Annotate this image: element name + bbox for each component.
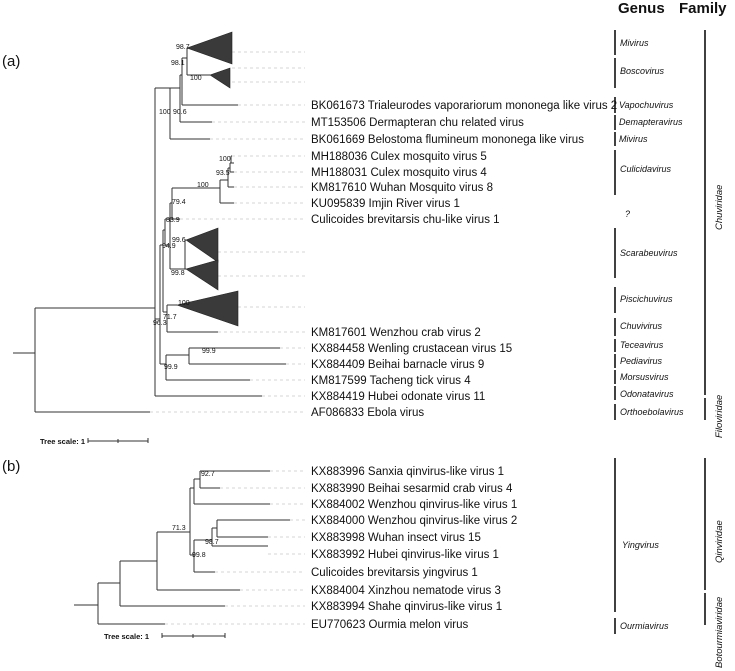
genus-label: Mivirus [620,38,649,48]
leaf-label: KM817601 Wenzhou crab virus 2 [311,327,481,339]
support-value: 71.3 [172,525,186,532]
leaf-label: KU095839 Imjin River virus 1 [311,198,460,210]
collapsed-clade-scarabeuvirus [185,227,219,263]
leaf-label: KX884458 Wenling crustacean virus 15 [311,343,512,355]
panel-b-label: (b) [2,458,20,475]
panel-a-label: (a) [2,53,20,70]
support-value: 99.9 [164,364,178,371]
support-value: 94.9 [162,243,176,250]
genus-label: Demapteravirus [619,117,683,127]
genus-label: Teceavirus [620,340,664,350]
tree-scale-label: Tree scale: 1 [40,437,85,446]
leaf-label: MH188036 Culex mosquito virus 5 [311,151,487,163]
leaf-label: Culicoides brevitarsis chu-like virus 1 [311,214,500,226]
support-value: 100 [159,109,171,116]
support-value: 100 [190,75,202,82]
support-value: 98.7 [205,539,219,546]
leaf-label: BK061673 Trialeurodes vaporariorum monon… [311,100,617,112]
support-value: 99.6 [172,237,186,244]
genus-label: Pediavirus [620,356,663,366]
collapsed-clade-piscichuvirus [175,290,239,327]
leaf-label: KM817599 Tacheng tick virus 4 [311,375,471,387]
genus-label: Vapochuvirus [619,100,674,110]
leaf-label: KX884004 Xinzhou nematode virus 3 [311,585,501,597]
support-value: 100 [197,182,209,189]
leaf-label: KX884419 Hubei odonate virus 11 [311,391,485,403]
genus-label: Odonatavirus [620,389,674,399]
genus-label: Culicidavirus [620,164,672,174]
leaf-label: AF086833 Ebola virus [311,407,424,419]
support-value: 90.6 [173,109,187,116]
leaf-label: KX883998 Wuhan insect virus 15 [311,532,481,544]
support-value: 99.8 [171,270,185,277]
genus-label: Scarabeuvirus [620,248,678,258]
leaf-label: BK061669 Belostoma flumineum mononega li… [311,134,584,146]
leaf-label: KX883994 Shahe qinvirus-like virus 1 [311,601,502,613]
support-value: 79.4 [172,199,186,206]
leaf-label: KX884000 Wenzhou qinvirus-like virus 2 [311,515,517,527]
tree-b: 92.7 71.3 98.7 99.8 KX883996 Sanxia qinv… [74,458,725,668]
family-label: Filoviridae [714,395,725,438]
leaf-label: MH188031 Culex mosquito virus 4 [311,167,487,179]
leaf-label: KX884409 Beihai barnacle virus 9 [311,359,484,371]
support-value: 98.1 [171,60,185,67]
support-value: 83.9 [166,217,180,224]
genus-label: Mivirus [619,134,648,144]
leaf-label: MT153506 Dermapteran chu related virus [311,117,524,129]
family-header: Family [679,0,727,17]
genus-label: Chuvivirus [620,321,663,331]
genus-label: Boscovirus [620,66,665,76]
collapsed-clade-scarabeuvirus [185,259,219,291]
support-value: 100 [178,300,190,307]
leaf-label: Culicoides brevitarsis yingvirus 1 [311,567,478,579]
genus-header: Genus [618,0,665,17]
support-value: 71.7 [163,314,177,321]
collapsed-clade-boscovirus [209,67,231,89]
family-label: Botourmiaviridae [714,597,725,668]
support-value: 96.3 [153,320,167,327]
genus-label: Ourmiavirus [620,621,669,631]
support-value: 92.7 [201,471,215,478]
leaf-label: EU770623 Ourmia melon virus [311,619,468,631]
support-value: 98.7 [176,44,190,51]
leaf-label: KX883996 Sanxia qinvirus-like virus 1 [311,466,504,478]
collapsed-clade-mivirus [186,31,233,65]
genus-label: ? [625,209,630,219]
leaf-label: KX883990 Beihai sesarmid crab virus 4 [311,483,513,495]
leaf-label: KX883992 Hubei qinvirus-like virus 1 [311,549,499,561]
support-value: 99.9 [202,348,216,355]
family-label: Qinviridae [714,520,725,563]
family-label: Chuviridae [714,185,725,230]
leaf-label: KX884002 Wenzhou qinvirus-like virus 1 [311,499,517,511]
support-value: 93.5 [216,170,230,177]
genus-label: Yingvirus [622,540,659,550]
genus-label: Orthoebolavirus [620,407,684,417]
genus-label: Morsusvirus [620,372,669,382]
leaf-label: KM817610 Wuhan Mosquito virus 8 [311,182,493,194]
support-value: 99.8 [192,552,206,559]
tree-a: 98.7 98.1 100 100 90.6 100 93.5 100 79.4… [13,30,725,446]
support-value: 100 [219,156,231,163]
tree-scale-label: Tree scale: 1 [104,632,149,641]
genus-label: Piscichuvirus [620,294,673,304]
